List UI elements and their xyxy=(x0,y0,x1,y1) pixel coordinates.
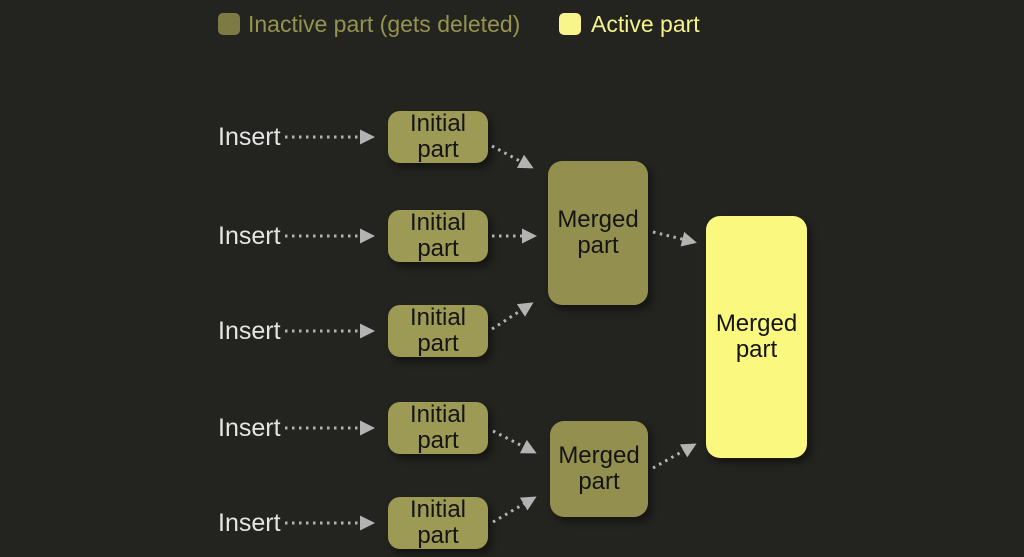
initial-part-node-1: Initial part xyxy=(388,111,488,163)
initial-part-node-3: Initial part xyxy=(388,305,488,357)
insert-label-5: Insert xyxy=(218,509,281,537)
inactive-part-legend-label: Inactive part (gets deleted) xyxy=(248,11,521,37)
insert-label-4: Insert xyxy=(218,414,281,442)
arrow-merged-bottom-to-final xyxy=(652,443,697,470)
merged-part-final-node: Merged part xyxy=(706,216,807,458)
active-part-legend-label: Active part xyxy=(591,11,700,37)
initial-part-node-2: Initial part xyxy=(388,210,488,262)
inactive-part-swatch xyxy=(218,13,240,35)
arrow-initial-4-to-merged-bottom xyxy=(492,429,537,454)
arrow-initial-3-to-merged-top xyxy=(491,302,534,331)
insert-label-1: Insert xyxy=(218,123,281,151)
arrow-merged-top-to-final xyxy=(652,230,697,247)
insert-label-2: Insert xyxy=(218,222,281,250)
initial-part-node-5: Initial part xyxy=(388,497,488,549)
insert-label-3: Insert xyxy=(218,317,281,345)
arrow-initial-1-to-merged-top xyxy=(491,144,534,169)
active-part-swatch xyxy=(559,13,581,35)
merged-part-bottom-node: Merged part xyxy=(550,421,648,517)
arrow-initial-5-to-merged-bottom xyxy=(492,496,537,524)
merged-part-top-node: Merged part xyxy=(548,161,648,305)
initial-part-node-4: Initial part xyxy=(388,402,488,454)
